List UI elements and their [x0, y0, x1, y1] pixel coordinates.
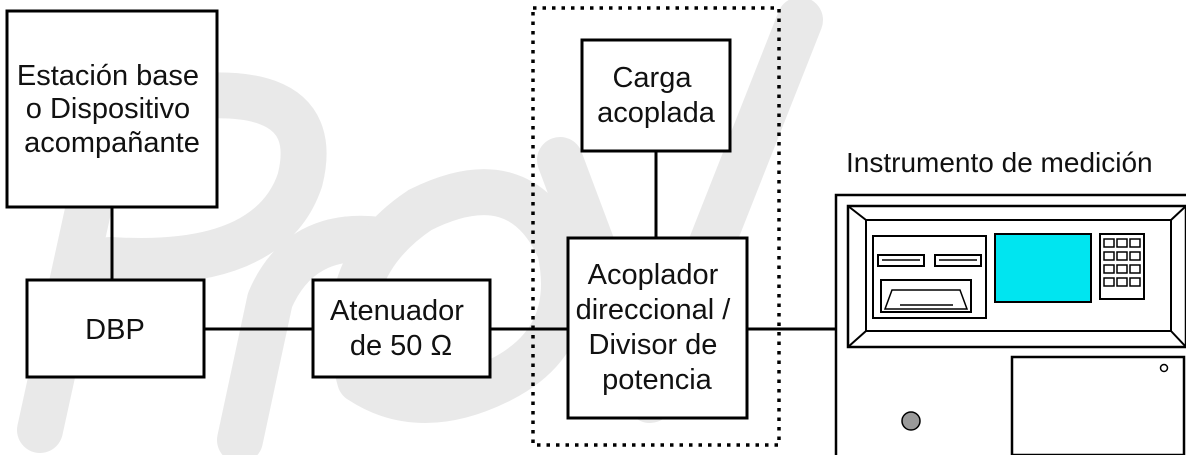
instrument-screen: [994, 233, 1092, 303]
svg-text:Carga acoplada: Carga acoplada: [597, 62, 716, 129]
base-station-label-line-1: Estación base: [17, 60, 199, 92]
attenuator-label-line-1: Atenuador: [330, 295, 464, 327]
connections: [110, 151, 836, 331]
dbp-label: DBP: [85, 314, 145, 346]
svg-text:Atenuador de 50 Ω: Atenuador de 50 Ω: [330, 295, 472, 362]
instrument-knob: [901, 411, 921, 431]
base-station-label-line-2: o Dispositivo: [26, 93, 190, 125]
dbp-box: DBP: [25, 278, 206, 379]
matched-load-label-line-2: acoplada: [597, 97, 716, 129]
coupler-label-line-2: direccional /: [576, 294, 732, 326]
coupler-box: Acoplador direccional / Divisor de poten…: [566, 236, 749, 420]
svg-text:Estación base o Disposit: Estación base o Dispositivo acompañante: [17, 60, 207, 159]
matched-load-box: Carga acoplada: [580, 38, 732, 153]
svg-text:Acoplador direccional /: Acoplador direccional / Divisor de poten…: [576, 259, 739, 396]
coupler-label-line-1: Acoplador: [588, 259, 719, 291]
instrument-title: Instrumento de medición: [846, 147, 1153, 178]
instrument-keypad: [1099, 233, 1145, 300]
base-station-label-line-3: acompañante: [24, 127, 200, 159]
coupler-label-line-3: Divisor de: [589, 329, 718, 361]
instrument-indicator-dot: [1159, 363, 1169, 373]
svg-text:DBP: DBP: [85, 314, 145, 346]
base-station-box: Estación base o Dispositivo acompañante: [5, 9, 219, 209]
measurement-instrument: [834, 193, 1186, 455]
coupler-label-line-4: potencia: [602, 364, 713, 396]
instrument-lower-panel: [1010, 355, 1186, 455]
matched-load-label-line-1: Carga: [612, 62, 692, 94]
attenuator-label-line-2: de 50 Ω: [350, 330, 452, 362]
attenuator-box: Atenuador de 50 Ω: [311, 278, 492, 379]
